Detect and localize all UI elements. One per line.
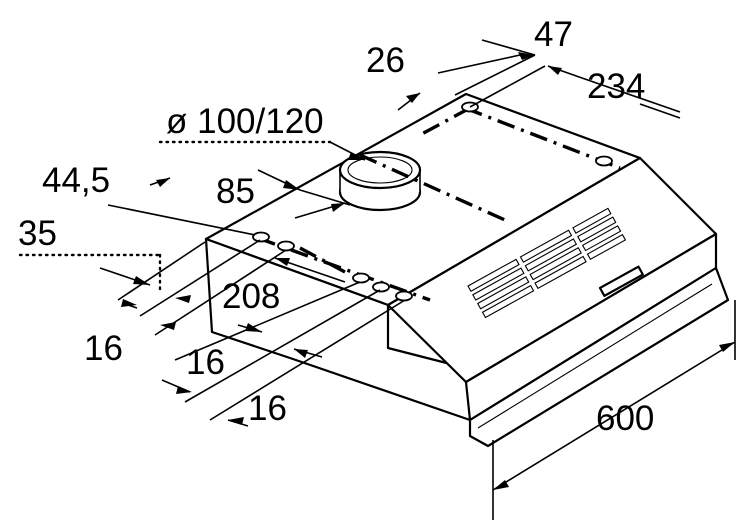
dim-85: 85 bbox=[216, 172, 255, 211]
vent-grille bbox=[467, 207, 627, 319]
dim-16-bottom: 16 bbox=[248, 389, 287, 428]
dim-16-middle: 16 bbox=[186, 343, 225, 382]
dim-600: 600 bbox=[596, 399, 654, 438]
dim-16-left: 16 bbox=[84, 329, 123, 368]
dim-234: 234 bbox=[587, 67, 645, 106]
dim-diameter: ø 100/120 bbox=[166, 102, 324, 141]
dim-208: 208 bbox=[222, 277, 280, 316]
hood-body bbox=[204, 92, 730, 448]
hood-slider bbox=[598, 265, 644, 297]
duct-collar bbox=[338, 150, 422, 212]
dim-26: 26 bbox=[366, 41, 405, 80]
dimension-labels: 47 26 234 ø 100/120 44,5 85 35 208 16 16… bbox=[18, 15, 654, 438]
dim-35: 35 bbox=[18, 214, 57, 253]
dimension-lines bbox=[18, 39, 736, 520]
dim-47: 47 bbox=[534, 15, 573, 54]
hood-extraction-strip bbox=[468, 266, 730, 448]
center-lines bbox=[257, 106, 621, 302]
dim-44-5: 44,5 bbox=[42, 161, 110, 200]
